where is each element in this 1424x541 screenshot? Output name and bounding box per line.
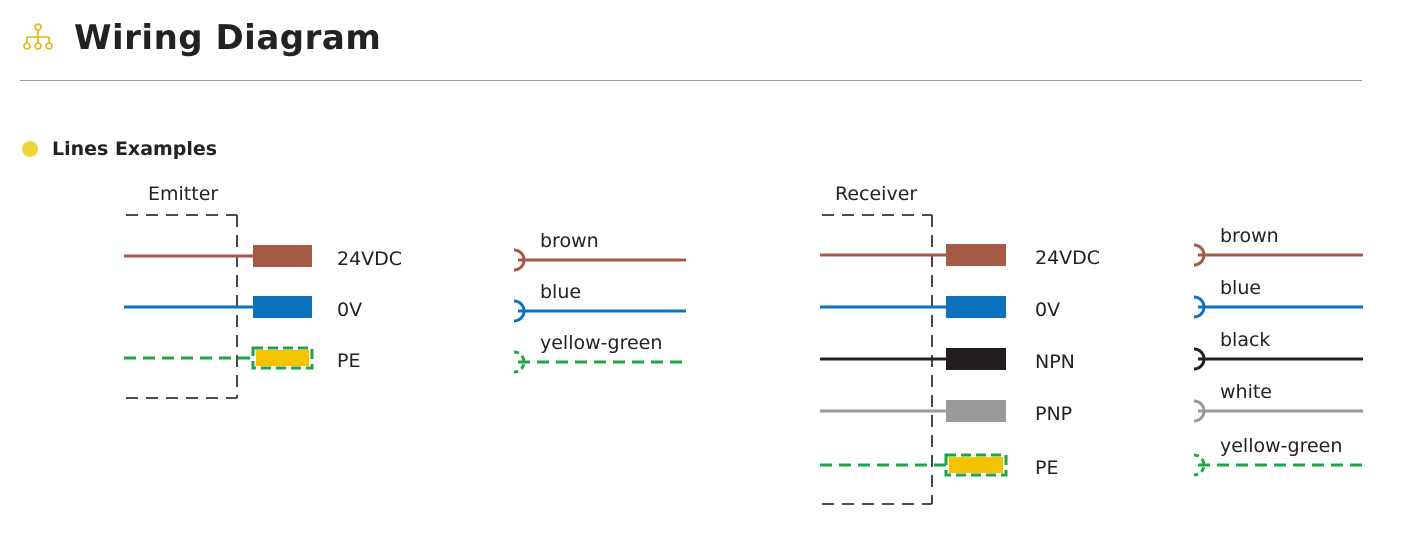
receiver-legend-label: brown [1220, 225, 1279, 247]
emitter-legend-label: brown [540, 230, 599, 252]
receiver-legend-hook [1193, 453, 1206, 477]
receiver-terminal-white [946, 400, 1006, 422]
emitter-terminal-pe [256, 350, 309, 366]
receiver-legend-label: white [1220, 381, 1272, 403]
receiver-terminal-label: 24VDC [1035, 247, 1100, 269]
page-header: Wiring Diagram [20, 18, 381, 58]
emitter-terminal-pe-border [251, 346, 314, 370]
emitter-terminal-label: 0V [337, 299, 362, 321]
emitter-terminal-label: PE [337, 350, 360, 372]
emitter-terminal-blue [253, 296, 312, 318]
receiver-terminal-label: NPN [1035, 351, 1075, 373]
receiver-terminal-label: 0V [1035, 299, 1060, 321]
receiver-terminal-pe [949, 457, 1003, 473]
emitter-legend-label: yellow-green [540, 332, 662, 354]
receiver-terminal-label: PNP [1035, 403, 1072, 425]
section-title: Lines Examples [52, 138, 218, 160]
section-heading: Lines Examples [22, 138, 217, 160]
emitter-terminal-brown [253, 245, 312, 267]
bullet-dot [22, 141, 38, 157]
emitter-terminal-label: 24VDC [337, 248, 402, 270]
receiver-terminal-label: PE [1035, 457, 1058, 479]
emitter-title: Emitter [148, 183, 218, 205]
page-title: Wiring Diagram [74, 18, 382, 58]
receiver-terminal-brown [946, 244, 1006, 266]
hierarchy-icon [23, 23, 53, 50]
receiver-legend-label: yellow-green [1220, 435, 1342, 457]
receiver-terminal-pe-border [944, 453, 1008, 477]
emitter-legend-label: blue [540, 281, 581, 303]
receiver-title: Receiver [835, 183, 917, 205]
emitter-legend-hook [513, 350, 526, 374]
receiver-terminal-blue [946, 296, 1006, 318]
receiver-legend-label: black [1220, 329, 1270, 351]
receiver-legend-label: blue [1220, 277, 1261, 299]
receiver-terminal-black [946, 348, 1006, 370]
title-divider [20, 80, 1362, 81]
